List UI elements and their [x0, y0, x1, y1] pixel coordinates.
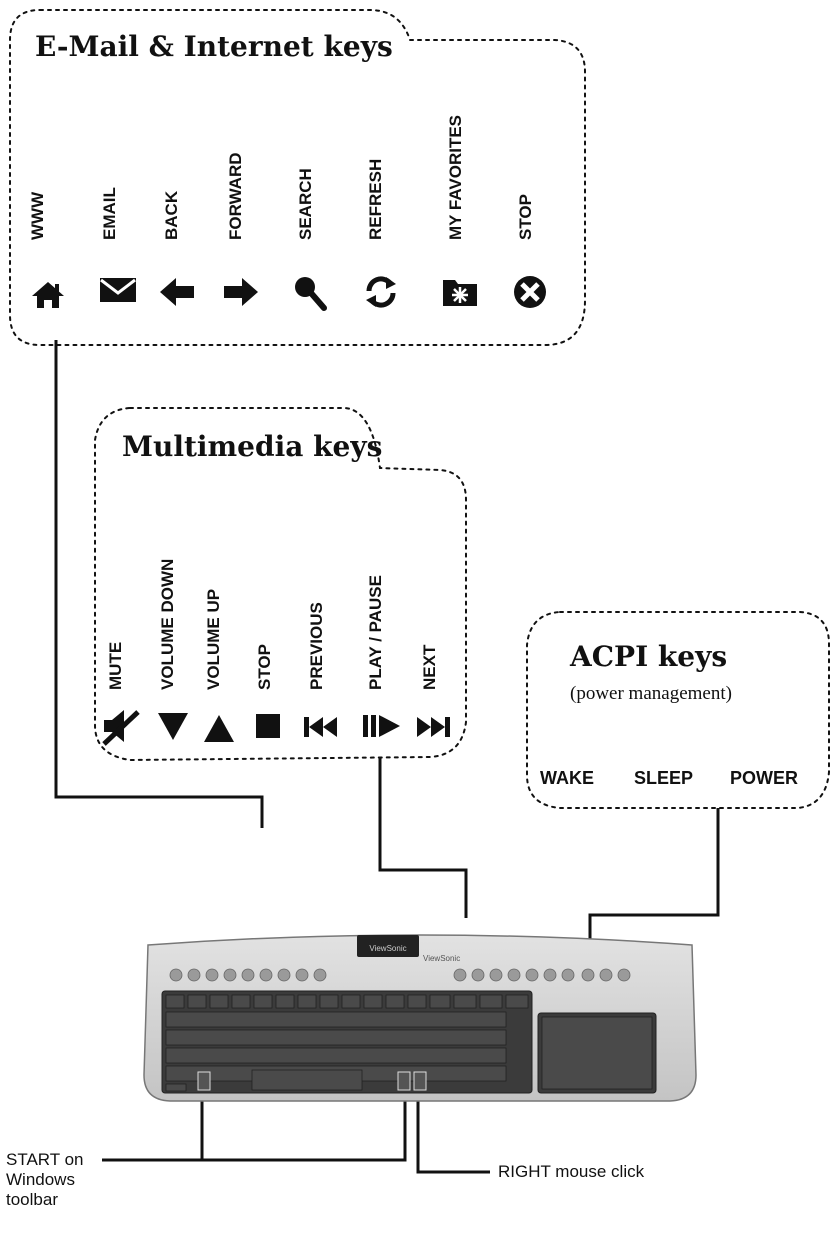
- play-pause-icon: [363, 715, 400, 737]
- right-click-connector-line: [416, 1080, 490, 1174]
- acpi-keys-subtitle: (power management): [570, 683, 732, 704]
- acpi-keys-bubble: [526, 611, 830, 809]
- envelope-icon: [100, 278, 136, 302]
- triangle-down-icon: [158, 713, 188, 740]
- key-label-back: BACK: [162, 190, 181, 240]
- favorites-folder-icon: [443, 280, 477, 306]
- home-icon: [32, 282, 64, 308]
- key-label-forward: FORWARD: [226, 152, 245, 240]
- key-label-power: POWER: [730, 768, 799, 788]
- email-keys-bubble: [9, 9, 586, 346]
- triangle-up-icon: [204, 715, 234, 742]
- email-keys-title: E-Mail & Internet keys: [35, 30, 393, 63]
- key-label-www: WWW: [28, 191, 47, 240]
- start-connector-line-2: [102, 1080, 407, 1162]
- refresh-icon: [366, 276, 396, 308]
- arrow-left-icon: [160, 278, 194, 306]
- magnifier-icon: [295, 277, 327, 311]
- email-connector-line: [54, 340, 264, 828]
- key-label-my-favorites: MY FAVORITES: [446, 114, 465, 240]
- key-label-refresh: REFRESH: [366, 158, 385, 240]
- mute-icon: [102, 710, 140, 746]
- previous-track-icon: [304, 717, 337, 737]
- key-label-search: SEARCH: [296, 168, 315, 240]
- start-key-callout: START on Windows toolbar: [6, 1150, 84, 1209]
- keyboard-illustration: ViewSonic ViewSonic: [143, 934, 697, 1102]
- next-track-icon: [417, 717, 450, 737]
- key-label-wake: WAKE: [540, 768, 594, 788]
- acpi-keys-title: ACPI keys: [570, 640, 728, 673]
- stop-x-icon: [514, 276, 546, 308]
- multimedia-keys-bubble: [94, 407, 467, 762]
- key-label-mute: MUTE: [106, 641, 125, 690]
- key-label-stop: STOP: [516, 194, 535, 240]
- key-label-next: NEXT: [420, 644, 439, 690]
- multimedia-keys-title: Multimedia keys: [122, 430, 383, 463]
- keyboard-brand-label: ViewSonic: [423, 954, 460, 963]
- square-stop-icon: [256, 714, 280, 738]
- key-label-email: EMAIL: [100, 187, 119, 240]
- key-label-stop-media: STOP: [255, 644, 274, 690]
- arrow-right-icon: [224, 278, 258, 306]
- acpi-connector-line: [588, 808, 720, 948]
- key-label-volume-up: VOLUME UP: [204, 588, 223, 690]
- key-label-volume-down: VOLUME DOWN: [158, 558, 177, 690]
- svg-text:ViewSonic: ViewSonic: [369, 944, 406, 953]
- multimedia-connector-line: [378, 757, 468, 918]
- right-click-key-callout: RIGHT mouse click: [498, 1162, 645, 1181]
- key-label-play-pause: PLAY / PAUSE: [366, 575, 385, 690]
- key-label-sleep: SLEEP: [634, 768, 694, 788]
- key-label-previous: PREVIOUS: [307, 602, 326, 690]
